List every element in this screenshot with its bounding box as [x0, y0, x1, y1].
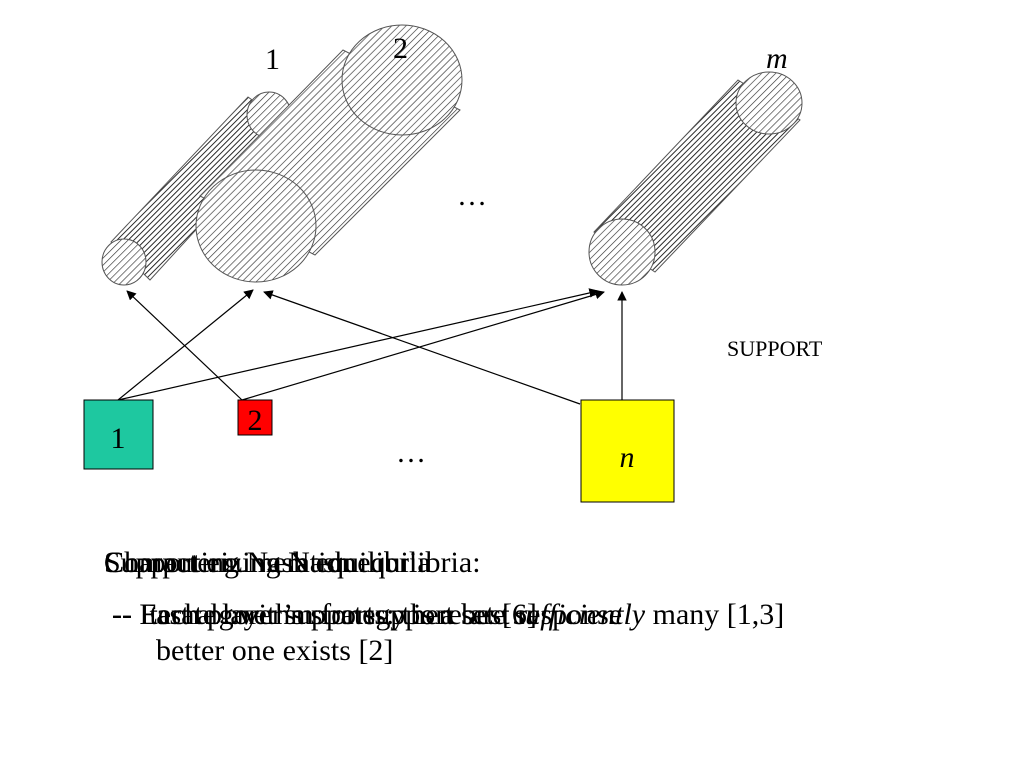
- bullet-continuation: better one exists [2]: [156, 634, 394, 667]
- bullet-prefix: --: [112, 598, 140, 631]
- cylinder-1: [101, 91, 292, 286]
- bullet-best-response: -- Each player’s strategy is a best resp…: [112, 598, 622, 632]
- arrow-p2-to-c1: [126, 290, 243, 401]
- bullet-text: Iterate over supports: there are: [139, 598, 514, 631]
- bullet-iterate-supports: -- Iterate over supports: there are suff…: [112, 598, 784, 632]
- arrow-pn-to-c2: [263, 290, 581, 405]
- heading-support-enumeration: Support enumeration: [104, 546, 357, 579]
- player-box-2: 2: [237, 399, 273, 437]
- player-box-n: n: [580, 399, 675, 503]
- bullet-fast-algorithm: -- Fast algorithm for support set [6]: [112, 598, 537, 632]
- heading-computing: Computing Nash equilibria: [104, 546, 431, 579]
- cylinder-2: [195, 24, 463, 283]
- support-label: SUPPORT: [727, 336, 823, 361]
- player-box-1: 1: [83, 399, 154, 470]
- bullet-tail: many [1,3]: [645, 598, 785, 631]
- arrow-p2-to-cm: [241, 289, 605, 401]
- cylinder-label-m: m: [766, 42, 788, 75]
- ellipsis-cylinders: …: [457, 179, 487, 212]
- player-label-2: 2: [248, 404, 263, 437]
- player-label-n: n: [620, 441, 635, 474]
- heading-characterizing: Characterizing Nash equilibria:: [104, 546, 481, 579]
- bullet-text: Fast algorithm for support set [6]: [139, 598, 537, 631]
- cylinder-label-2: 2: [393, 32, 408, 65]
- bullet-emphasis: sufficiently: [513, 598, 646, 631]
- bullet-prefix: --: [112, 598, 140, 631]
- support-diagram: 1 2 m … … SUPPORT 1 2 n: [83, 24, 823, 503]
- arrow-p1-to-c2: [117, 289, 254, 401]
- player-label-1: 1: [111, 422, 126, 455]
- arrow-p1-to-cm: [117, 288, 599, 401]
- bullet-text: Each player’s strategy is a best respons…: [139, 598, 623, 631]
- bullet-prefix: --: [112, 598, 140, 631]
- support-arrows: [117, 288, 627, 405]
- ellipsis-players: …: [396, 436, 426, 469]
- cylinder-m: [588, 71, 803, 286]
- cylinder-label-1: 1: [265, 43, 280, 76]
